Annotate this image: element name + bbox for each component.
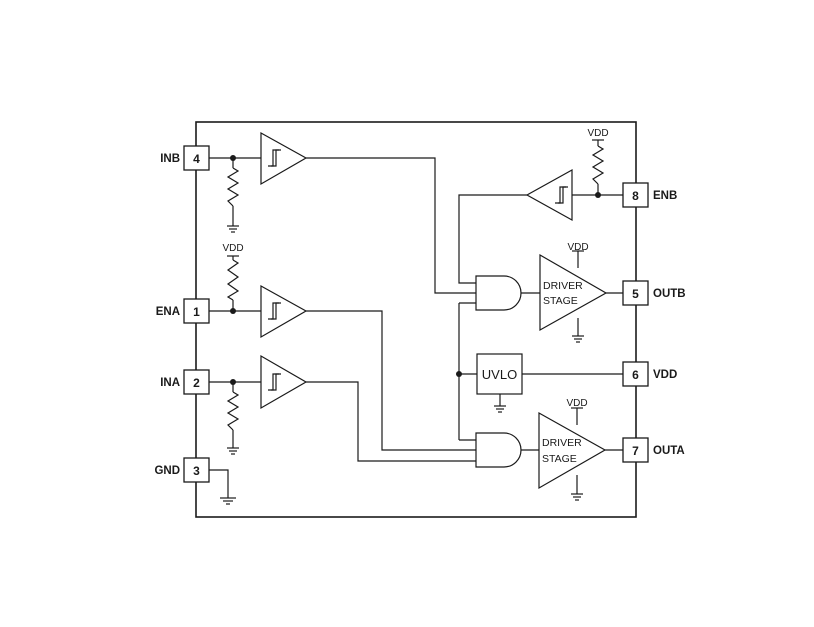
pin-name-enb: ENB	[653, 190, 677, 202]
ground-symbol	[572, 335, 584, 343]
driver-stage-a-line2: STAGE	[542, 453, 577, 465]
enb-pullup-resistor	[591, 145, 605, 185]
vdd-label: VDD	[566, 398, 587, 409]
pin-box	[622, 280, 649, 306]
and-gate-a	[475, 432, 522, 468]
pin-number: 2	[193, 376, 200, 390]
schmitt-buffer-ina	[260, 354, 308, 410]
ground-symbol	[220, 497, 236, 505]
pin-box	[183, 369, 210, 395]
uvlo-block	[476, 353, 523, 395]
pin-number: 7	[632, 444, 639, 458]
pin-name-ina: INA	[160, 377, 180, 389]
driver-stage-b-line2: STAGE	[543, 295, 578, 307]
driver-stage-a	[538, 411, 607, 490]
and-gate-b	[475, 275, 522, 311]
junction-dots	[230, 155, 601, 385]
vdd-label: VDD	[587, 128, 608, 139]
pin-box	[622, 361, 649, 387]
pin-number: 3	[193, 464, 200, 478]
pin-number: 1	[193, 305, 200, 319]
schmitt-buffer-inb	[260, 131, 308, 186]
inb-pulldown-resistor	[226, 167, 240, 207]
ground-symbol	[227, 447, 239, 455]
pin-number: 4	[193, 152, 200, 166]
pin-box	[622, 437, 649, 463]
driver-stage-b-line1: DRIVER	[543, 280, 583, 292]
pin-name-outa: OUTA	[653, 445, 685, 457]
schmitt-buffer-enb	[525, 168, 573, 222]
driver-stage-b	[539, 253, 608, 332]
pin-box	[622, 182, 649, 208]
ina-pulldown-resistor	[226, 391, 240, 431]
vdd-label: VDD	[567, 242, 588, 253]
uvlo-label: UVLO	[482, 367, 517, 382]
pin-number: 8	[632, 189, 639, 203]
pin-number: 6	[632, 368, 639, 382]
vdd-label: VDD	[222, 243, 243, 254]
pin-name-gnd: GND	[154, 465, 180, 477]
pin-name-ena: ENA	[156, 306, 180, 318]
schmitt-buffer-ena	[260, 284, 308, 339]
pin-number: 5	[632, 287, 639, 301]
pin-box	[183, 145, 210, 171]
ground-symbol	[227, 225, 239, 233]
driver-stage-a-line1: DRIVER	[542, 437, 582, 449]
pin-box	[183, 457, 210, 483]
pin-name-vdd: VDD	[653, 369, 677, 381]
ena-pullup-resistor	[226, 259, 240, 301]
pin-box	[183, 298, 210, 324]
ground-symbol	[571, 493, 583, 501]
pin-name-inb: INB	[160, 153, 180, 165]
ground-symbol	[494, 405, 506, 413]
pin-name-outb: OUTB	[653, 288, 686, 300]
